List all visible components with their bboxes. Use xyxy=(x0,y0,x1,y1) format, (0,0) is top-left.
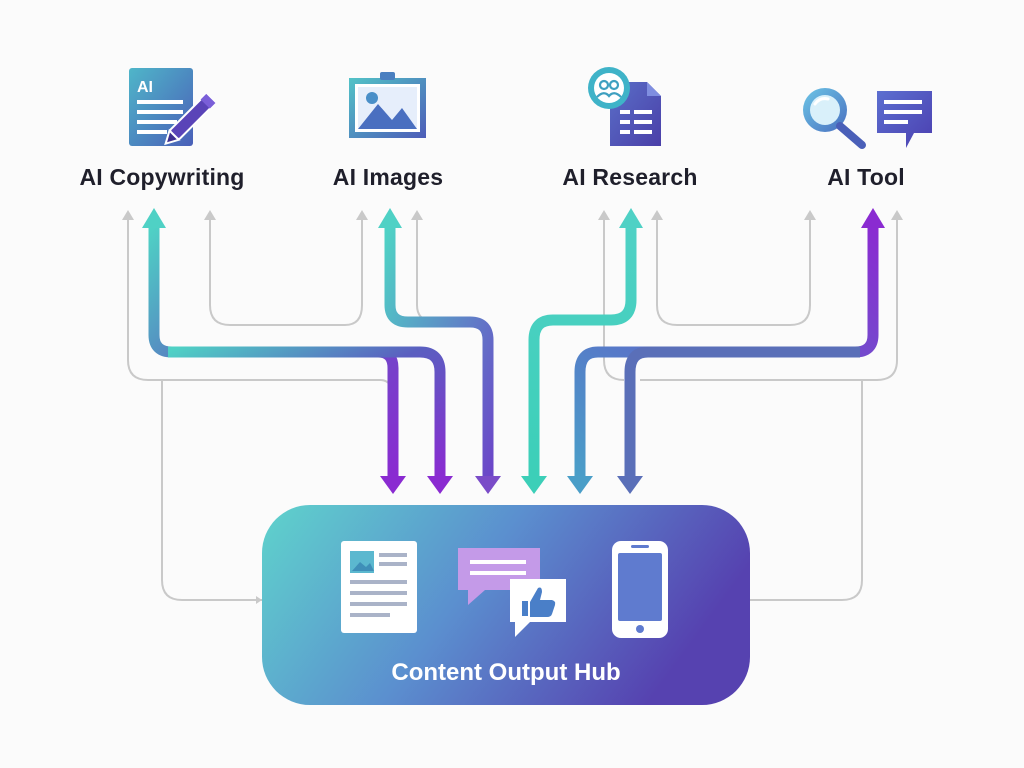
svg-text:AI: AI xyxy=(137,79,153,96)
flow-tool-to-hub-b xyxy=(624,346,860,478)
hub-label: Content Output Hub xyxy=(391,659,621,686)
flow-copywriting-to-hub-b xyxy=(168,346,446,478)
source-label-ai-tool: AI Tool xyxy=(827,164,905,190)
source-label-ai-copywriting: AI Copywriting xyxy=(79,164,245,190)
source-label-ai-research: AI Research xyxy=(562,164,698,190)
gray-arrowheads xyxy=(122,210,903,604)
document-pen-icon: AI xyxy=(129,68,216,146)
article-icon xyxy=(341,541,417,633)
flow-research-to-hub xyxy=(528,226,637,478)
flow-arrowheads xyxy=(142,208,885,494)
research-document-icon xyxy=(588,67,661,146)
flow-arrows xyxy=(148,226,879,478)
source-label-ai-images: AI Images xyxy=(332,164,444,190)
social-chat-like-icon xyxy=(458,548,566,637)
image-frame-icon xyxy=(349,72,426,138)
smartphone-icon xyxy=(612,541,668,638)
search-chat-icon xyxy=(803,88,932,149)
flow-images-to-hub xyxy=(384,226,494,478)
